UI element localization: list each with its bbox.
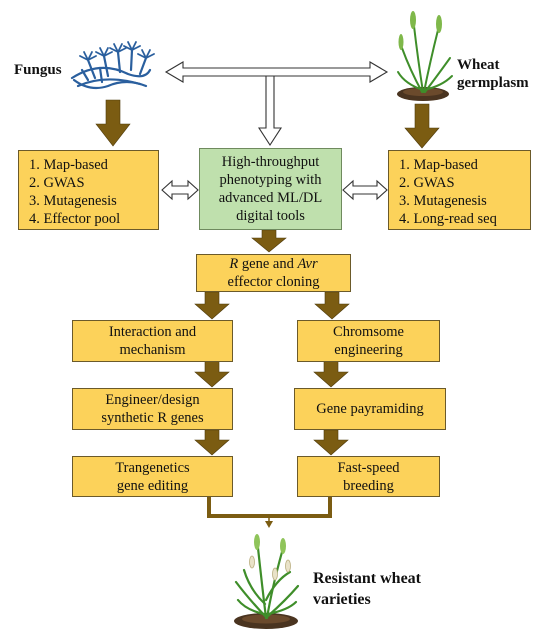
wheat-method-item: 3. Mutagenesis (399, 193, 487, 209)
resistant-varieties-label: Resistant wheat varieties (313, 568, 421, 610)
wheat-plant-icon (397, 11, 453, 101)
wheat-germplasm-label: Wheat germplasm (457, 56, 529, 92)
engineer-line: synthetic R genes (101, 410, 204, 426)
arrow-pheno-cloning (251, 229, 287, 253)
arrow-interaction-engineer (194, 360, 230, 388)
wheat-germplasm-line-1: Wheat (457, 57, 500, 73)
fastspeed-line: breeding (343, 477, 394, 494)
fungus-methods-box: 1. Map-based 2. GWAS 3. Mutagenesis 4. E… (18, 150, 159, 230)
cloning-line-1: R gene and Avr (229, 255, 317, 273)
cloning-line-2: effector cloning (227, 274, 320, 290)
arrow-cloning-left (194, 291, 230, 320)
chromosome-line: engineering (334, 342, 403, 358)
fungus-method-item: 1. Map-based (29, 157, 108, 173)
wheat-methods-box: 1. Map-based 2. GWAS 3. Mutagenesis 4. L… (388, 150, 531, 230)
r-gene-italic: R (229, 256, 239, 272)
phenotyping-line: phenotyping with (219, 172, 322, 188)
cloning-box: R gene and Avr effector cloning (196, 254, 351, 292)
pyramiding-box: Gene payramiding (294, 388, 446, 430)
fungus-method-item: 4. Effector pool (29, 211, 121, 227)
arrow-engineer-transgenetics (194, 429, 230, 456)
double-arrow-top (164, 61, 389, 83)
arrow-chromosome-pyramiding (313, 360, 349, 388)
double-arrow-right (342, 179, 388, 201)
pyramiding-line: Gene payramiding (316, 401, 424, 417)
wheat-seedling-icon (234, 534, 300, 629)
hollow-arrows (161, 61, 389, 201)
double-arrow-left (161, 179, 199, 201)
wheat-method-item: 2. GWAS (399, 175, 455, 191)
brown-arrows (95, 99, 440, 456)
phenotyping-line: digital tools (236, 208, 305, 224)
phenotyping-line: High-throughput (221, 154, 320, 170)
interaction-line: mechanism (119, 342, 186, 358)
transgenetics-line: gene editing (116, 477, 189, 494)
resistant-line-2: varieties (313, 591, 371, 608)
chromosome-line: Chromsome (333, 324, 404, 340)
chromosome-box: Chromsome engineering (297, 320, 440, 362)
arrow-wheat-down (404, 103, 440, 149)
arrow-fungus-down (95, 99, 131, 147)
wheat-method-item: 1. Map-based (399, 157, 478, 173)
phenotyping-line: advanced ML/DL (218, 190, 323, 206)
interaction-box: Interaction and mechanism (72, 320, 233, 362)
engineer-box: Engineer/design synthetic R genes (72, 388, 233, 430)
arrow-top-down (257, 75, 283, 147)
arrow-pyramiding-fastspeed (313, 429, 349, 456)
fungus-icon (70, 41, 155, 90)
fungus-method-item: 3. Mutagenesis (29, 193, 117, 209)
resistant-line-1: Resistant wheat (313, 570, 421, 587)
transgenetics-box: Trangenetics gene editing (72, 456, 233, 497)
wheat-germplasm-line-2: germplasm (457, 75, 529, 91)
arrow-cloning-right (314, 291, 350, 320)
avr-italic: Avr (297, 256, 318, 272)
interaction-line: Interaction and (108, 324, 197, 340)
cloning-mid-text: gene and (238, 256, 298, 272)
phenotyping-box: High-throughput phenotyping with advance… (199, 148, 342, 230)
transgenetics-line: Trangenetics (115, 459, 190, 476)
fastspeed-box: Fast-speed breeding (297, 456, 440, 497)
fungus-label: Fungus (14, 62, 62, 78)
fastspeed-line: Fast-speed (337, 459, 400, 476)
merge-connector (207, 497, 332, 528)
wheat-method-item: 4. Long-read seq (399, 211, 497, 227)
fungus-method-item: 2. GWAS (29, 175, 85, 191)
engineer-line: Engineer/design (105, 392, 200, 408)
